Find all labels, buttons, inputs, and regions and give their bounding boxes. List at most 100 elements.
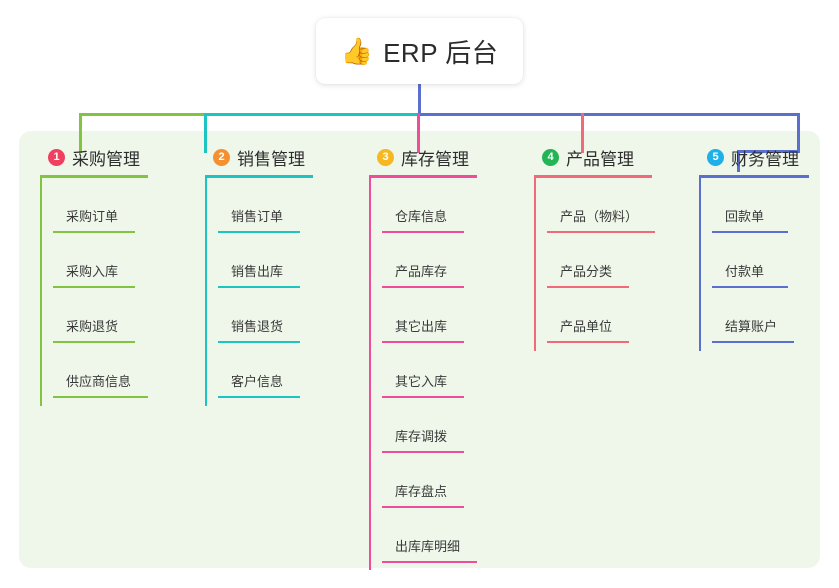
trunk-connector-green	[79, 113, 204, 116]
branch-spine-2	[205, 178, 207, 406]
menu-item-rule	[382, 341, 464, 343]
branch-title-4: 产品管理	[566, 149, 634, 169]
menu-item[interactable]: 销售退货	[218, 288, 313, 343]
menu-item-rule	[382, 286, 464, 288]
menu-item-rule	[53, 396, 148, 398]
branch-title-1: 采购管理	[72, 149, 140, 169]
branch-column-2[interactable]: 2 销售管理销售订单销售出库销售退货客户信息	[205, 145, 313, 406]
menu-item[interactable]: 产品单位	[547, 288, 652, 343]
menu-item-rule	[382, 451, 464, 453]
menu-item[interactable]: 产品库存	[382, 233, 477, 288]
drop-connector-5-stem	[737, 150, 740, 172]
menu-item[interactable]: 库存盘点	[382, 453, 477, 508]
branch-header-rule-3	[369, 175, 477, 178]
menu-item[interactable]: 采购订单	[53, 178, 148, 233]
branch-column-5[interactable]: 5 财务管理回款单付款单结算账户	[699, 145, 809, 351]
branch-column-4[interactable]: 4 产品管理产品（物料） 产品分类产品单位	[534, 145, 655, 351]
branch-items-2: 销售订单销售出库销售退货客户信息	[205, 178, 313, 406]
menu-item[interactable]: 采购入库	[53, 233, 148, 288]
menu-item-rule	[712, 231, 788, 233]
menu-item-label: 出库库明细	[395, 539, 461, 554]
menu-item[interactable]: 销售订单	[218, 178, 313, 233]
menu-item-label: 产品分类	[560, 264, 613, 279]
menu-item[interactable]: 其它入库	[382, 343, 477, 398]
drop-connector-2	[204, 113, 207, 153]
root-stem-connector	[418, 84, 421, 115]
menu-item[interactable]: 结算账户	[712, 288, 809, 343]
branch-header-rule-4	[534, 175, 652, 178]
menu-item[interactable]: 其它出库	[382, 288, 477, 343]
branch-spine-1	[40, 178, 42, 406]
menu-item-rule	[547, 341, 629, 343]
menu-item-label: 付款单	[725, 264, 765, 279]
menu-item-rule	[382, 561, 477, 563]
branch-badge-3: 3	[377, 148, 394, 166]
branch-header-2[interactable]: 2 销售管理	[205, 145, 313, 169]
menu-item-label: 产品库存	[395, 264, 448, 279]
menu-item[interactable]: 库存调拨	[382, 398, 477, 453]
branch-badge-2: 2	[213, 148, 230, 166]
menu-item-label: 库存盘点	[395, 484, 448, 499]
branch-spine-4	[534, 178, 536, 351]
root-node-card[interactable]: 👍 ERP 后台	[316, 18, 523, 84]
menu-item-rule	[382, 506, 464, 508]
menu-item-rule	[218, 341, 300, 343]
branch-items-1: 采购订单采购入库采购退货供应商信息	[40, 178, 148, 406]
menu-item-rule	[382, 231, 464, 233]
menu-item-label: 其它入库	[395, 374, 448, 389]
menu-item-label: 客户信息	[231, 374, 284, 389]
menu-item[interactable]: 产品分类	[547, 233, 652, 288]
branch-header-rule-2	[205, 175, 313, 178]
branch-header-5[interactable]: 5 财务管理	[699, 145, 809, 169]
menu-item-label: 销售出库	[231, 264, 284, 279]
branch-items-4: 产品（物料） 产品分类产品单位	[534, 178, 655, 351]
menu-item[interactable]: 客户信息	[218, 343, 313, 398]
branch-header-rule-5	[699, 175, 809, 178]
menu-item-label: 销售退货	[231, 319, 284, 334]
menu-item-label: 库存调拨	[395, 429, 448, 444]
menu-item[interactable]: 供应商信息	[53, 343, 148, 398]
menu-item[interactable]: 采购退货	[53, 288, 148, 343]
menu-item[interactable]: 回款单	[712, 178, 809, 233]
drop-connector-3	[417, 113, 420, 153]
menu-item-rule	[53, 286, 135, 288]
page-title: ERP 后台	[383, 37, 499, 68]
menu-item-rule	[547, 286, 629, 288]
drop-connector-1	[79, 113, 82, 153]
branch-header-rule-1	[40, 175, 148, 178]
menu-item-rule	[218, 286, 300, 288]
menu-item[interactable]: 仓库信息	[382, 178, 477, 233]
drop-connector-4	[581, 113, 584, 153]
menu-item-rule	[53, 341, 135, 343]
mindmap-panel	[19, 131, 820, 568]
menu-item[interactable]: 产品（物料）	[547, 178, 655, 233]
menu-item-rule	[218, 231, 300, 233]
menu-item[interactable]: 销售出库	[218, 233, 313, 288]
menu-item-rule	[218, 396, 300, 398]
menu-item[interactable]: 出库库明细	[382, 508, 477, 563]
menu-item-label: 采购入库	[66, 264, 119, 279]
menu-item-label: 采购退货	[66, 319, 119, 334]
branch-title-2: 销售管理	[237, 149, 305, 169]
menu-item-label: 产品单位	[560, 319, 613, 334]
menu-item-rule	[712, 341, 794, 343]
menu-item-label: 结算账户	[725, 319, 778, 334]
thumbs-up-icon: 👍	[340, 36, 374, 66]
branch-header-4[interactable]: 4 产品管理	[534, 145, 652, 169]
branch-badge-4: 4	[542, 148, 559, 166]
menu-item[interactable]: 付款单	[712, 233, 809, 288]
branch-title-5: 财务管理	[731, 149, 799, 169]
menu-item-rule	[53, 231, 135, 233]
menu-item-rule	[547, 231, 655, 233]
menu-item-label: 供应商信息	[66, 374, 132, 389]
menu-item-rule	[382, 396, 464, 398]
trunk-connector-teal	[204, 113, 419, 116]
branch-badge-5: 5	[707, 148, 724, 166]
branch-spine-3	[369, 178, 371, 570]
menu-item-label: 产品（物料）	[560, 209, 639, 224]
menu-item-label: 采购订单	[66, 209, 119, 224]
